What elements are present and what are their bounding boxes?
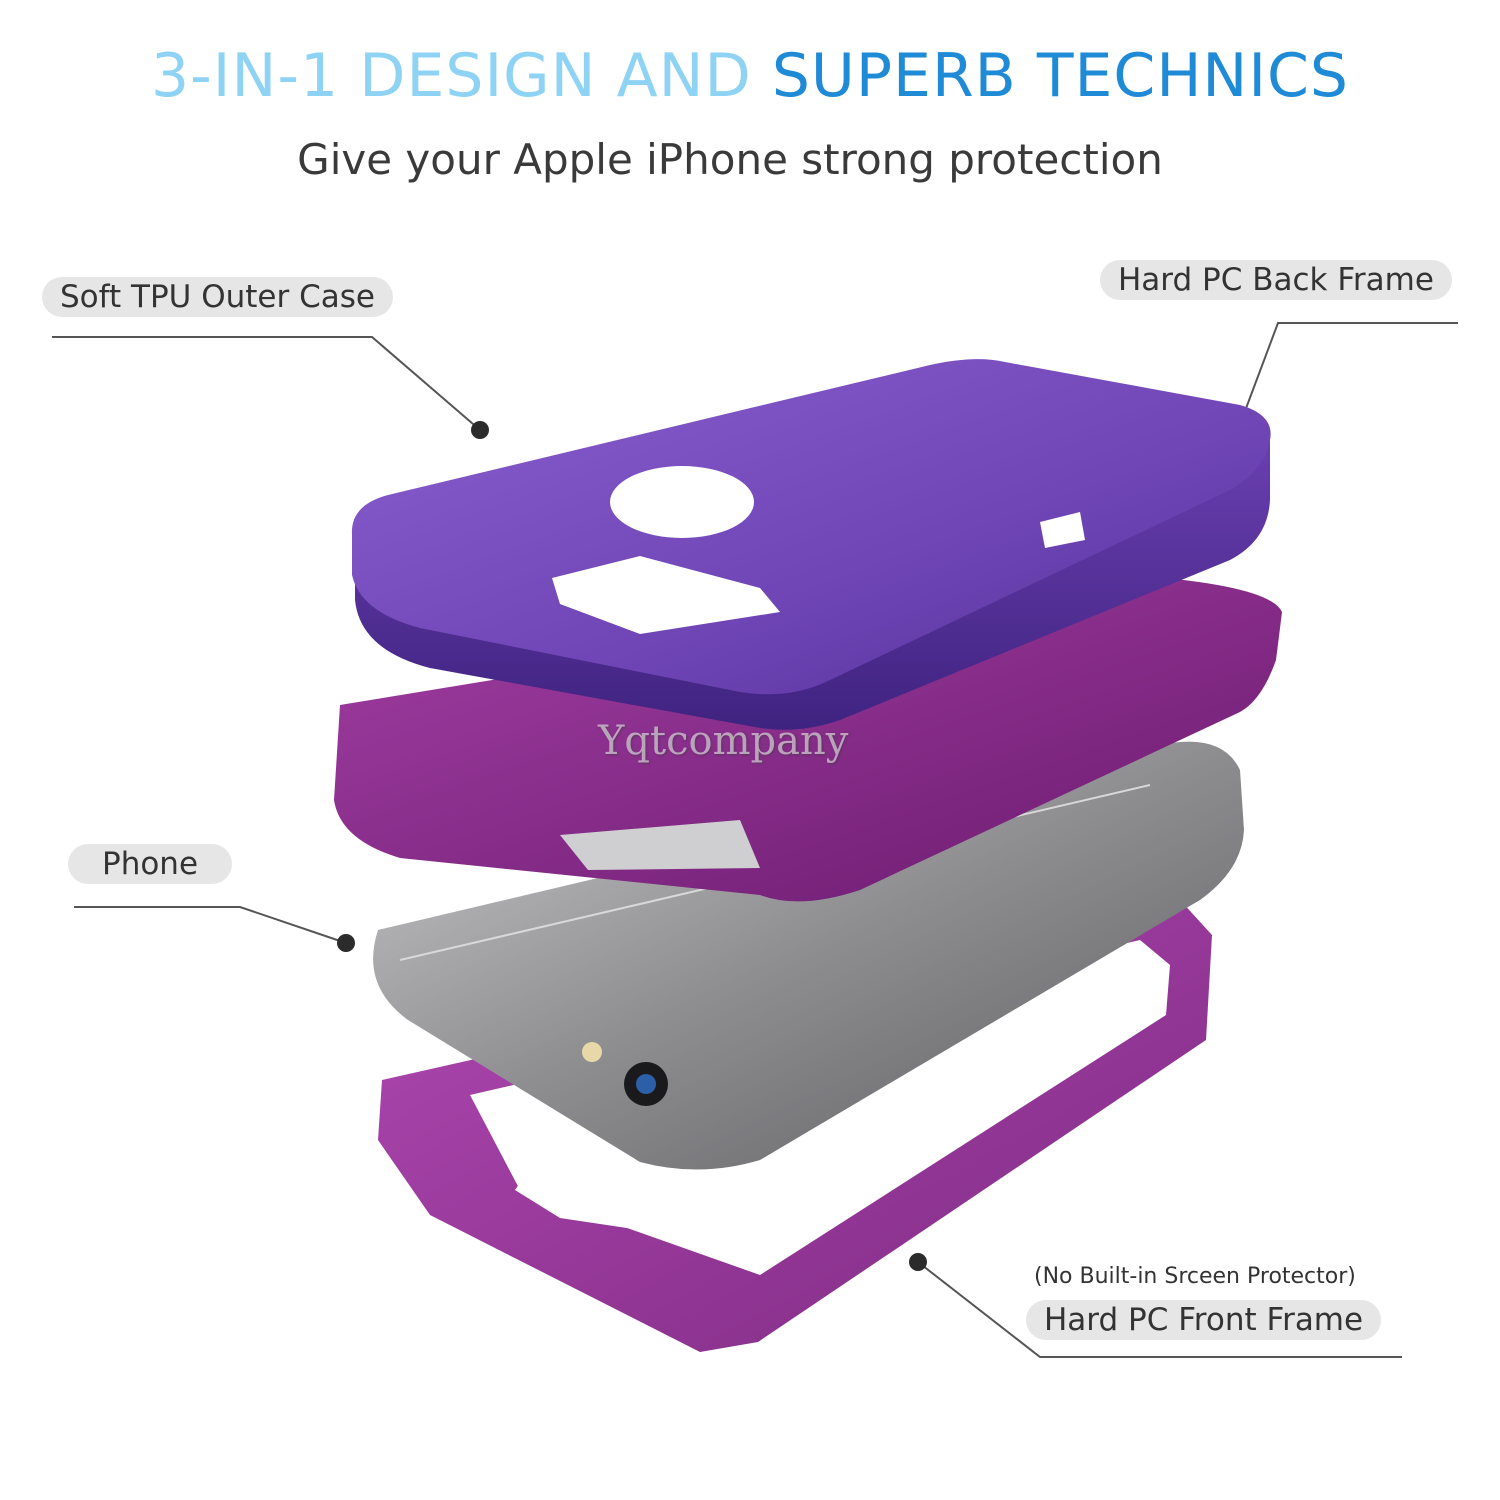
dot-phone xyxy=(337,934,355,952)
leader-outer-case xyxy=(52,336,481,431)
watermark: Yqtcompany xyxy=(598,718,849,764)
label-front-frame: Hard PC Front Frame xyxy=(1026,1300,1382,1340)
outer-case-camera-hole xyxy=(610,466,754,538)
label-back-frame: Hard PC Back Frame xyxy=(1100,260,1452,300)
headline: 3-IN-1 DESIGN AND SUPERB TECHNICS xyxy=(0,38,1500,114)
headline-part-2: SUPERB TECHNICS xyxy=(771,41,1349,111)
phone-flash xyxy=(582,1042,602,1062)
back-frame-shape xyxy=(334,575,1282,902)
headline-part-1: 3-IN-1 DESIGN AND xyxy=(150,41,752,111)
leader-front-frame xyxy=(917,1261,1402,1358)
label-outer-case: Soft TPU Outer Case xyxy=(42,277,393,317)
leader-phone xyxy=(74,906,347,944)
dot-front-frame xyxy=(909,1253,927,1271)
label-phone: Phone xyxy=(68,844,233,884)
subheadline: Give your Apple iPhone strong protection xyxy=(297,135,1163,184)
dot-outer-case xyxy=(471,421,489,439)
outer-case-shape xyxy=(351,359,1271,730)
label-front-frame-note: (No Built-in Srceen Protector) xyxy=(1034,1264,1356,1289)
